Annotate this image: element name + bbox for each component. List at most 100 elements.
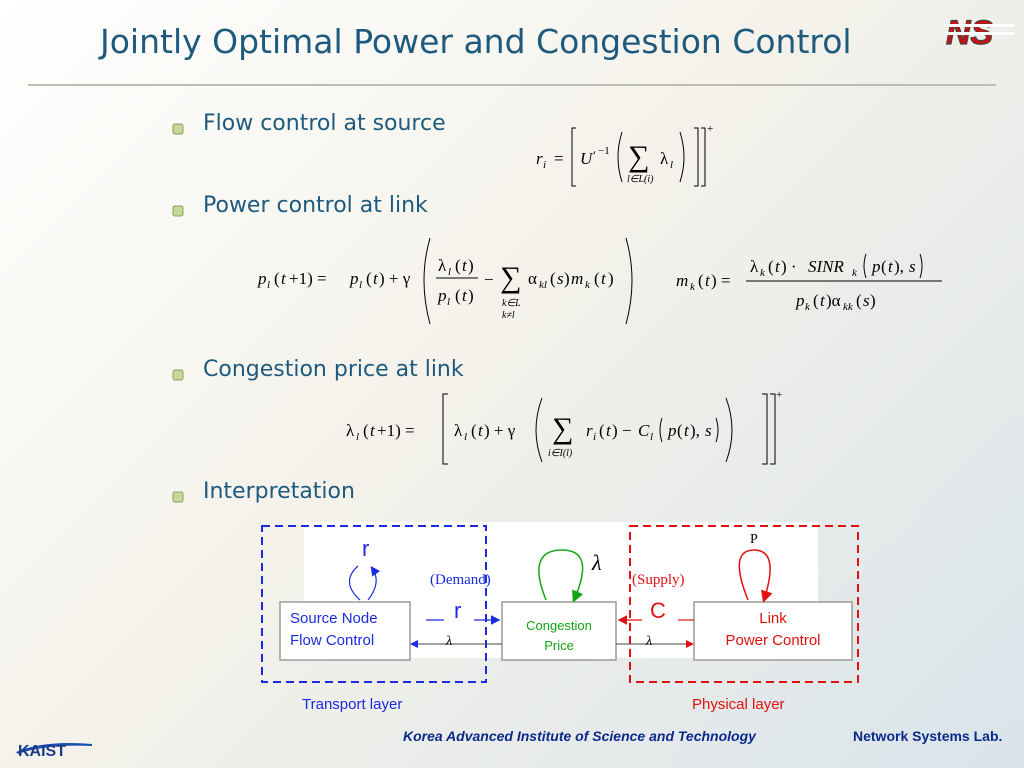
svg-text:λ: λ xyxy=(454,421,463,440)
r-top-label: r xyxy=(362,536,370,561)
svg-text:t: t xyxy=(684,421,690,440)
svg-text:t: t xyxy=(606,421,612,440)
svg-text:(: ( xyxy=(366,269,372,288)
transport-layer-label: Transport layer xyxy=(302,696,403,713)
transport-layer-frame xyxy=(261,525,487,683)
lambda-left-label: λ xyxy=(446,634,453,649)
svg-text:t: t xyxy=(462,286,468,305)
lambda-right-label: λ xyxy=(646,634,653,649)
source-node-box: Source Node Flow Control xyxy=(280,608,410,652)
svg-text:(: ( xyxy=(363,421,369,440)
svg-text:) −: ) − xyxy=(612,421,632,440)
svg-text:+1) =: +1) = xyxy=(377,421,415,440)
svg-text:λ: λ xyxy=(750,257,759,276)
svg-text:k≠l: k≠l xyxy=(502,310,515,321)
bullet-power-control: Power control at link xyxy=(203,193,428,218)
svg-text:k∈L: k∈L xyxy=(502,298,521,309)
congestion-price-box: Congestion Price xyxy=(502,616,616,656)
svg-text:t: t xyxy=(478,421,484,440)
svg-text:(: ( xyxy=(698,271,704,290)
svg-text:α: α xyxy=(528,269,537,288)
source-box-line2: Flow Control xyxy=(290,632,375,649)
title-divider xyxy=(28,84,996,86)
link-power-box: Link Power Control xyxy=(694,608,852,652)
svg-text:(: ( xyxy=(455,256,461,275)
svg-text:(: ( xyxy=(455,286,461,305)
supply-label: (Supply) xyxy=(632,572,685,588)
source-box-line1: Source Node xyxy=(290,610,378,627)
svg-text:r: r xyxy=(586,421,593,440)
bullet-interpretation: Interpretation xyxy=(203,479,355,504)
price-box-line1: Congestion xyxy=(526,618,592,633)
svg-text:λ: λ xyxy=(346,421,355,440)
svg-text:∑: ∑ xyxy=(552,412,573,445)
svg-text:): ) xyxy=(870,291,876,310)
svg-text:t: t xyxy=(888,257,894,276)
slide-title: Jointly Optimal Power and Congestion Con… xyxy=(100,22,852,61)
bullet-icon xyxy=(172,491,184,503)
svg-text:=: = xyxy=(554,149,564,168)
svg-text:) + γ: ) + γ xyxy=(379,269,411,288)
svg-text:k: k xyxy=(852,267,858,279)
svg-text:l: l xyxy=(356,431,359,443)
svg-text:t: t xyxy=(462,256,468,275)
svg-text:t: t xyxy=(601,269,607,288)
svg-text:(: ( xyxy=(594,269,600,288)
svg-text:)α: )α xyxy=(826,291,841,310)
svg-text:): ) xyxy=(468,256,474,275)
svg-text:i∈I(l): i∈I(l) xyxy=(548,448,573,459)
svg-text:p: p xyxy=(795,291,805,310)
svg-text:p: p xyxy=(257,269,267,288)
bullet-icon xyxy=(172,369,184,381)
svg-text:(: ( xyxy=(856,291,862,310)
svg-text:) ·: ) · xyxy=(781,257,797,276)
svg-text:),: ), xyxy=(690,421,700,440)
svg-text:t: t xyxy=(705,271,711,290)
svg-text:kk: kk xyxy=(843,301,854,313)
svg-text:kl: kl xyxy=(539,279,547,291)
svg-text:l: l xyxy=(464,431,467,443)
svg-text:): ) xyxy=(608,269,614,288)
svg-text:SINR: SINR xyxy=(808,257,845,276)
svg-text:p: p xyxy=(437,286,447,305)
svg-text:l: l xyxy=(650,431,653,443)
svg-text:): ) xyxy=(468,286,474,305)
svg-text:−: − xyxy=(484,270,494,289)
svg-text:′: ′ xyxy=(593,148,596,163)
svg-text:+1) =: +1) = xyxy=(289,269,327,288)
svg-text:k: k xyxy=(805,301,811,313)
svg-text:(: ( xyxy=(471,421,477,440)
svg-text:k: k xyxy=(585,279,591,291)
svg-text:λ: λ xyxy=(438,256,447,275)
svg-text:p: p xyxy=(667,421,677,440)
svg-text:l: l xyxy=(267,279,270,291)
svg-text:p: p xyxy=(871,257,881,276)
physical-layer-label: Physical layer xyxy=(692,696,785,713)
svg-text:l: l xyxy=(447,296,450,308)
svg-text:(: ( xyxy=(768,257,774,276)
svg-text:): ) xyxy=(564,269,570,288)
bullet-flow-control: Flow control at source xyxy=(203,111,446,136)
svg-text:m: m xyxy=(676,271,688,290)
physical-layer-frame xyxy=(629,525,859,683)
price-box-line2: Price xyxy=(544,638,574,653)
svg-text:) + γ: ) + γ xyxy=(484,421,516,440)
svg-text:),: ), xyxy=(894,257,904,276)
p-top-label: P xyxy=(750,532,758,547)
bullet-congestion-price: Congestion price at link xyxy=(203,357,464,382)
svg-text:k: k xyxy=(760,267,766,279)
svg-text:p: p xyxy=(349,269,359,288)
nsl-logo: NS xyxy=(944,13,1014,50)
lambda-top-label: λ xyxy=(592,550,602,575)
svg-text:l: l xyxy=(359,279,362,291)
svg-text:l∈L(i): l∈L(i) xyxy=(627,174,654,185)
svg-text:+: + xyxy=(707,123,713,135)
svg-text:s: s xyxy=(557,269,564,288)
interpretation-diagram: r (Demand) r λ λ (Supply) C λ P Source N… xyxy=(258,520,868,720)
equation-congestion-price: λ l ( t +1) = λ l ( t ) + γ ∑ i∈I(l) r i… xyxy=(346,389,786,475)
svg-text:C: C xyxy=(638,421,650,440)
svg-text:i: i xyxy=(543,159,546,171)
footer-institution: Korea Advanced Institute of Science and … xyxy=(403,728,756,744)
demand-label: (Demand) xyxy=(430,572,491,588)
svg-text:KAIST: KAIST xyxy=(18,743,66,760)
